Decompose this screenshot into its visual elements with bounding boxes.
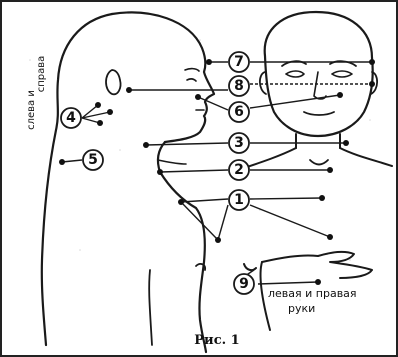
point-2-front — [327, 167, 333, 173]
marker-5-label: 5 — [88, 152, 98, 168]
side-label-right: справа — [36, 56, 47, 93]
marker-1-label: 1 — [234, 192, 244, 208]
hands-label-line1: левая и правая — [268, 287, 357, 300]
point-4-a — [95, 102, 101, 108]
marker-7-label: 7 — [234, 54, 244, 70]
marker-2-label: 2 — [234, 162, 244, 178]
side-label-left: слева и — [26, 90, 37, 130]
point-7-profile — [206, 59, 212, 65]
marker-8-label: 8 — [234, 78, 244, 94]
marker-6-label: 6 — [234, 104, 244, 120]
figure-caption: Рис. 1 — [194, 333, 239, 348]
hands-label-line2: руки — [288, 302, 315, 315]
point-8-profile — [126, 87, 132, 93]
point-1-d — [327, 234, 333, 240]
point-6-profile — [195, 94, 201, 100]
marker-4-label: 4 — [66, 110, 76, 126]
point-7-front — [369, 59, 375, 65]
marker-3-label: 3 — [234, 135, 244, 151]
point-5 — [59, 159, 65, 165]
point-3-front — [343, 140, 349, 146]
point-1-b — [215, 237, 221, 243]
point-6-front — [337, 92, 343, 98]
point-8-front — [369, 81, 375, 87]
point-1-c — [319, 195, 325, 201]
point-2-profile — [157, 169, 163, 175]
point-3-profile — [143, 142, 149, 148]
point-4-b — [107, 109, 113, 115]
point-4-c — [97, 120, 103, 126]
point-9 — [315, 279, 321, 285]
marker-9-label: 9 — [239, 276, 249, 292]
point-1-a — [178, 199, 184, 205]
